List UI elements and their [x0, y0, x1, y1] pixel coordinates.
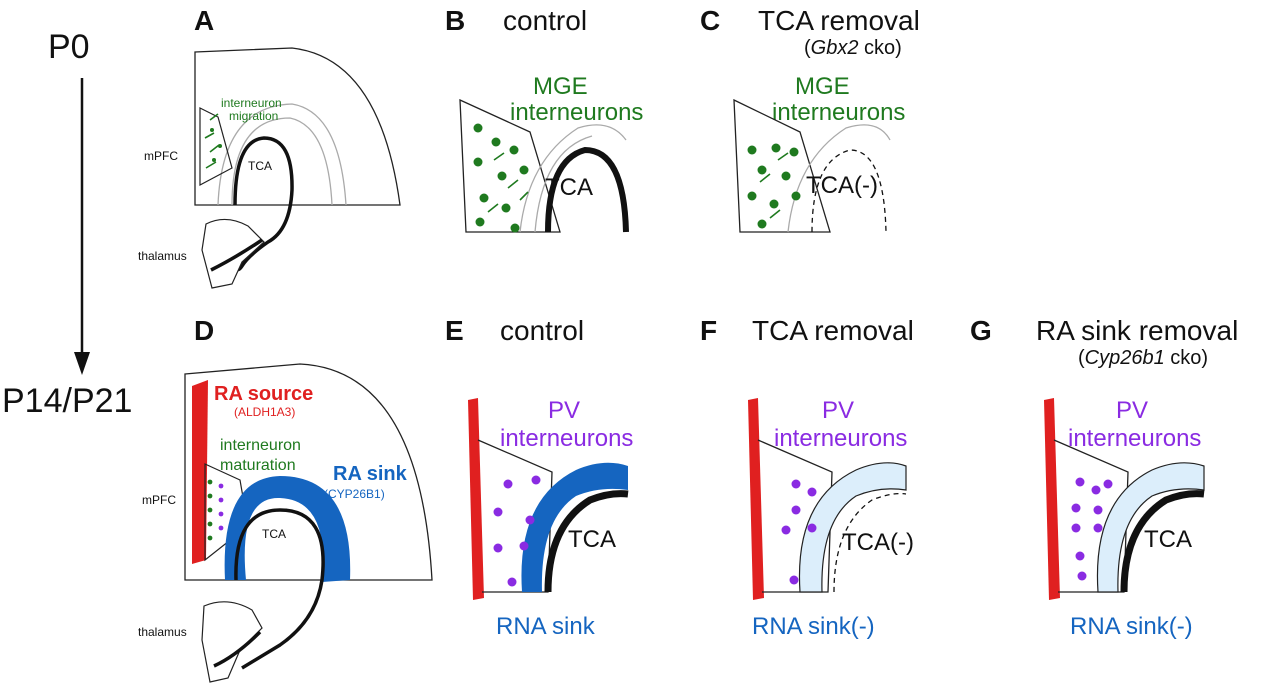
thalamus-shape: [201, 218, 265, 289]
ra-sink-band: [224, 476, 351, 582]
thalamus-shape: [201, 601, 263, 683]
panel-g-label: G: [970, 315, 992, 346]
panel-c-title: TCA removal: [758, 5, 920, 36]
panel-b-cells-1: MGE: [533, 73, 588, 100]
panel-b-tca: TCA: [545, 174, 593, 201]
panel-e-label: E: [445, 315, 464, 346]
panel-c-tca: TCA(-): [806, 172, 878, 199]
panel-a-tca: TCA: [248, 159, 272, 173]
panel-a-label: A: [194, 5, 214, 36]
panel-a-thalamus: thalamus: [138, 249, 187, 263]
panel-a: A mPFC interneuron migration TCA thalamu…: [138, 5, 401, 289]
panel-e-title: control: [500, 315, 584, 346]
ra-sink-band: [1096, 462, 1205, 593]
panel-d-sink-gene: (CYP26B1): [324, 487, 385, 501]
tca-axon: [233, 136, 294, 272]
panel-b: B control MGE interneurons TCA: [445, 5, 643, 233]
panel-d: D RA source (ALDH1A3) interneuron matura…: [138, 315, 433, 683]
panel-f-sink: RNA sink(-): [752, 613, 875, 640]
panel-c-cells-2: interneurons: [772, 99, 905, 126]
tca-axon: [234, 508, 325, 670]
panel-e-cells-2: interneurons: [500, 425, 633, 452]
ra-sink-band: [521, 462, 628, 592]
panel-c-cells-1: MGE: [795, 73, 850, 100]
ra-source-band: [192, 380, 208, 564]
panel-d-maturation-2: maturation: [220, 457, 296, 474]
panel-c-subtitle: (Gbx2 cko): [804, 37, 902, 59]
panel-g-sink: RNA sink(-): [1070, 613, 1193, 640]
timeline-arrowhead: [74, 352, 90, 375]
panel-d-maturation-1: interneuron: [220, 437, 301, 454]
panel-d-sink: RA sink: [333, 463, 408, 485]
panel-g-subtitle: (Cyp26b1 cko): [1078, 347, 1208, 369]
panel-d-label: D: [194, 315, 214, 346]
panel-a-migration-2: migration: [229, 109, 278, 123]
panel-c: C TCA removal (Gbx2 cko) MGE interneuron…: [700, 5, 920, 233]
panel-f-tca: TCA(-): [842, 529, 914, 556]
panel-a-mpfc: mPFC: [144, 149, 178, 163]
timeline-start: P0: [48, 28, 90, 66]
panel-a-migration-1: interneuron: [221, 96, 282, 110]
panel-g-cells-1: PV: [1116, 397, 1148, 424]
panel-b-title: control: [503, 5, 587, 36]
panel-f-label: F: [700, 315, 717, 346]
tca-axon: [545, 146, 629, 233]
panel-g-tca: TCA: [1144, 526, 1192, 553]
panel-d-thalamus: thalamus: [138, 625, 187, 639]
panel-b-cells-2: interneurons: [510, 99, 643, 126]
panel-g: G RA sink removal (Cyp26b1 cko) PV inter…: [970, 315, 1238, 640]
panel-d-mpfc: mPFC: [142, 493, 176, 507]
panel-g-title: RA sink removal: [1036, 315, 1238, 346]
tca-axon: [544, 490, 629, 593]
panel-b-label: B: [445, 5, 465, 36]
panel-g-cells-2: interneurons: [1068, 425, 1201, 452]
panel-e-sink: RNA sink: [496, 613, 596, 640]
panel-f-cells-2: interneurons: [774, 425, 907, 452]
timeline-end: P14/P21: [2, 382, 132, 420]
ra-sink-band: [798, 462, 907, 593]
panel-d-source: RA source: [214, 383, 313, 405]
panel-f-title: TCA removal: [752, 315, 914, 346]
panel-e: E control PV interneurons TCA RNA sink: [445, 315, 633, 640]
panel-c-label: C: [700, 5, 720, 36]
panel-f: F TCA removal PV interneurons TCA(-) RNA…: [700, 315, 914, 640]
panel-e-cells-1: PV: [548, 397, 580, 424]
panel-f-cells-1: PV: [822, 397, 854, 424]
tca-axon: [1120, 490, 1205, 593]
panel-d-source-gene: (ALDH1A3): [234, 405, 295, 419]
panel-d-tca: TCA: [262, 527, 286, 541]
panel-e-tca: TCA: [568, 526, 616, 553]
